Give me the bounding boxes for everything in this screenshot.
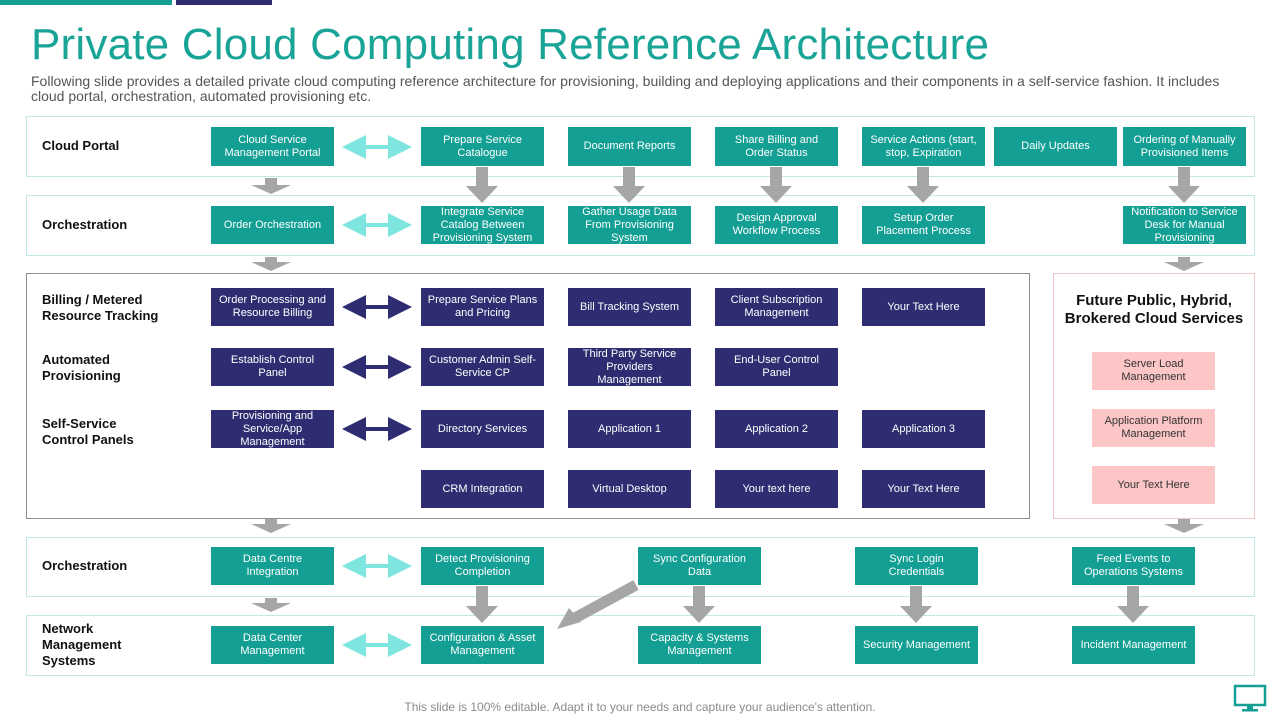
box-incident-management: Incident Management <box>1072 626 1195 664</box>
gray-down-arrows <box>251 167 1204 623</box>
box-prepare-service-catalogue: Prepare Service Catalogue <box>421 127 544 166</box>
box-order-orchestration: Order Orchestration <box>211 206 334 244</box>
box-daily-updates: Daily Updates <box>994 127 1117 166</box>
box-client-subscription: Client Subscription Management <box>715 288 838 326</box>
box-sync-configuration-data: Sync Configuration Data <box>638 547 761 585</box>
box-capacity-systems-management: Capacity & Systems Management <box>638 626 761 664</box>
panel-orchestration-bottom <box>26 537 1255 597</box>
row-label-automated-provisioning: Automated Provisioning <box>42 352 121 383</box>
page-title: Private Cloud Computing Reference Archit… <box>31 20 990 69</box>
gray-diagonal-arrow <box>557 580 639 629</box>
box-ordering-manually-provisioned: Ordering of Manually Provisioned Items <box>1123 127 1246 166</box>
row-label-orchestration-bottom: Orchestration <box>42 558 128 573</box>
navy-double-arrows <box>342 295 412 441</box>
footer-note: This slide is 100% editable. Adapt it to… <box>404 700 876 714</box>
box-bill-tracking-system: Bill Tracking System <box>568 288 691 326</box>
box-share-billing-order-status: Share Billing and Order Status <box>715 127 838 166</box>
box-third-party-providers: Third Party Service Providers Management <box>568 348 691 386</box>
panel-network-management <box>26 615 1255 676</box>
top-accent-bar-navy <box>176 0 272 5</box>
row-label-network-management: Network Management Systems <box>42 621 122 668</box>
box-security-management: Security Management <box>855 626 978 664</box>
box-application-1: Application 1 <box>568 410 691 448</box>
box-establish-control-panel: Establish Control Panel <box>211 348 334 386</box>
panel-provisioning <box>26 273 1030 519</box>
row-label-cloud-portal: Cloud Portal <box>42 138 120 153</box>
box-service-actions: Service Actions (start, stop, Expiration <box>862 127 985 166</box>
monitor-icon <box>1233 684 1267 712</box>
panel-future-cloud <box>1053 273 1255 519</box>
box-end-user-control-panel: End-User Control Panel <box>715 348 838 386</box>
box-crm-integration: CRM Integration <box>421 470 544 508</box>
box-notification-service-desk: Notification to Service Desk for Manual … <box>1123 206 1246 244</box>
box-data-center-management: Data Center Management <box>211 626 334 664</box>
box-your-text-here-2: Your text here <box>715 470 838 508</box>
row-label-orchestration-top: Orchestration <box>42 217 128 232</box>
box-design-approval-workflow: Design Approval Workflow Process <box>715 206 838 244</box>
box-configuration-asset-management: Configuration & Asset Management <box>421 626 544 664</box>
top-accent-bar-teal <box>0 0 172 5</box>
box-your-text-here-3: Your Text Here <box>862 470 985 508</box>
box-application-platform-management: Application Platform Management <box>1092 409 1215 447</box>
page-subtitle: Following slide provides a detailed priv… <box>31 73 1220 104</box>
box-provisioning-app-management: Provisioning and Service/App Management <box>211 410 334 448</box>
box-application-2: Application 2 <box>715 410 838 448</box>
panel-orchestration-top <box>26 195 1255 256</box>
row-label-billing: Billing / Metered Resource Tracking <box>42 292 159 323</box>
panel-cloud-portal <box>26 116 1255 177</box>
box-prepare-service-plans: Prepare Service Plans and Pricing <box>421 288 544 326</box>
teal-double-arrows <box>342 135 412 657</box>
box-customer-admin-cp: Customer Admin Self-Service CP <box>421 348 544 386</box>
box-your-text-here-1: Your Text Here <box>862 288 985 326</box>
box-setup-order-placement: Setup Order Placement Process <box>862 206 985 244</box>
box-virtual-desktop: Virtual Desktop <box>568 470 691 508</box>
box-data-centre-integration: Data Centre Integration <box>211 547 334 585</box>
box-application-3: Application 3 <box>862 410 985 448</box>
box-order-processing-billing: Order Processing and Resource Billing <box>211 288 334 326</box>
box-server-load-management: Server Load Management <box>1092 352 1215 390</box>
box-integrate-service-catalog: Integrate Service Catalog Between Provis… <box>421 206 544 244</box>
box-your-text-here-future: Your Text Here <box>1092 466 1215 504</box>
box-cloud-service-management-portal: Cloud Service Management Portal <box>211 127 334 166</box>
box-detect-provisioning-completion: Detect Provisioning Completion <box>421 547 544 585</box>
box-directory-services: Directory Services <box>421 410 544 448</box>
box-feed-events-operations: Feed Events to Operations Systems <box>1072 547 1195 585</box>
future-cloud-title: Future Public, Hybrid, Brokered Cloud Se… <box>1064 292 1244 327</box>
box-gather-usage-data: Gather Usage Data From Provisioning Syst… <box>568 206 691 244</box>
box-document-reports: Document Reports <box>568 127 691 166</box>
box-sync-login-credentials: Sync Login Credentials <box>855 547 978 585</box>
row-label-self-service: Self-Service Control Panels <box>42 416 134 447</box>
